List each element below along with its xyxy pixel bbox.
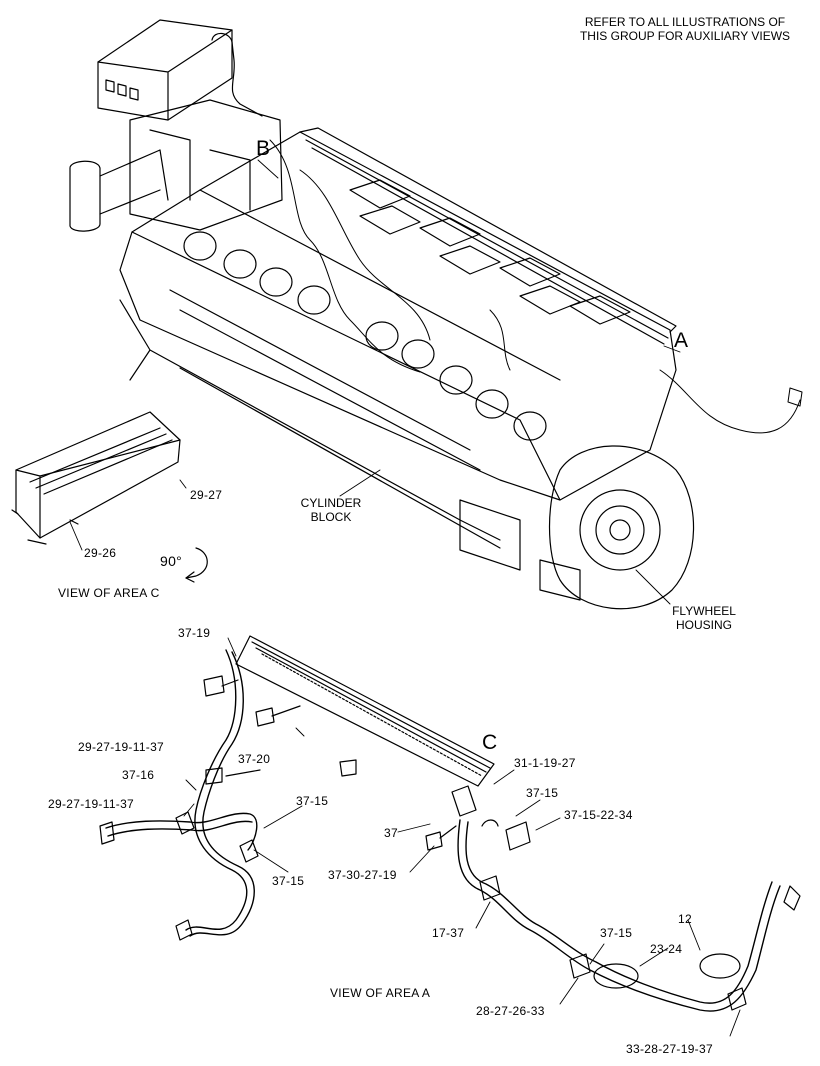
part-29-27: 29-27 (190, 488, 223, 502)
flywheel-housing-label: FLYWHEEL HOUSING (664, 604, 744, 632)
part-29-27-19-11-37-upper: 29-27-19-11-37 (78, 740, 165, 754)
callout-a: A (674, 329, 689, 352)
flywheel-line-2: HOUSING (675, 618, 732, 632)
part-23-24: 23-24 (650, 942, 683, 956)
cylinder-block-label: CYLINDER BLOCK (288, 496, 374, 524)
engine-drawing (69, 19, 803, 610)
part-37: 37 (384, 826, 398, 840)
part-37-15-a: 37-15 (296, 794, 329, 808)
area-a-drawing (99, 635, 801, 1037)
part-37-15-d: 37-15 (600, 926, 633, 940)
cylinder-block-line-1: CYLINDER (300, 496, 362, 510)
part-37-19: 37-19 (178, 626, 211, 640)
rotation-label: 90° (160, 553, 183, 569)
part-37-16: 37-16 (122, 768, 155, 782)
note-line-1: REFER TO ALL ILLUSTRATIONS OF (584, 15, 786, 29)
part-29-26: 29-26 (84, 546, 117, 560)
part-29-27-19-11-37-lower: 29-27-19-11-37 (48, 797, 135, 811)
part-37-20: 37-20 (238, 752, 271, 766)
note-line-2: THIS GROUP FOR AUXILIARY VIEWS (579, 29, 791, 43)
part-33-28-27-19-37: 33-28-27-19-37 (626, 1042, 713, 1056)
part-37-15-b: 37-15 (272, 874, 305, 888)
part-12: 12 (678, 912, 692, 926)
cylinder-block-line-2: BLOCK (310, 510, 352, 524)
part-37-15-c: 37-15 (526, 786, 559, 800)
flywheel-line-1: FLYWHEEL (672, 604, 736, 618)
part-37-15-22-34: 37-15-22-34 (564, 808, 633, 822)
view-of-area-a: VIEW OF AREA A (330, 986, 431, 1000)
part-17-37: 17-37 (432, 926, 465, 940)
auxiliary-note: REFER TO ALL ILLUSTRATIONS OF THIS GROUP… (560, 15, 810, 43)
part-31-1-19-27: 31-1-19-27 (514, 756, 576, 770)
view-of-area-c: VIEW OF AREA C (58, 586, 160, 600)
callout-b: B (256, 137, 271, 160)
area-c-drawing (11, 411, 208, 583)
callout-c: C (482, 731, 498, 754)
part-37-30-27-19: 37-30-27-19 (328, 868, 397, 882)
part-28-27-26-33: 28-27-26-33 (476, 1004, 545, 1018)
